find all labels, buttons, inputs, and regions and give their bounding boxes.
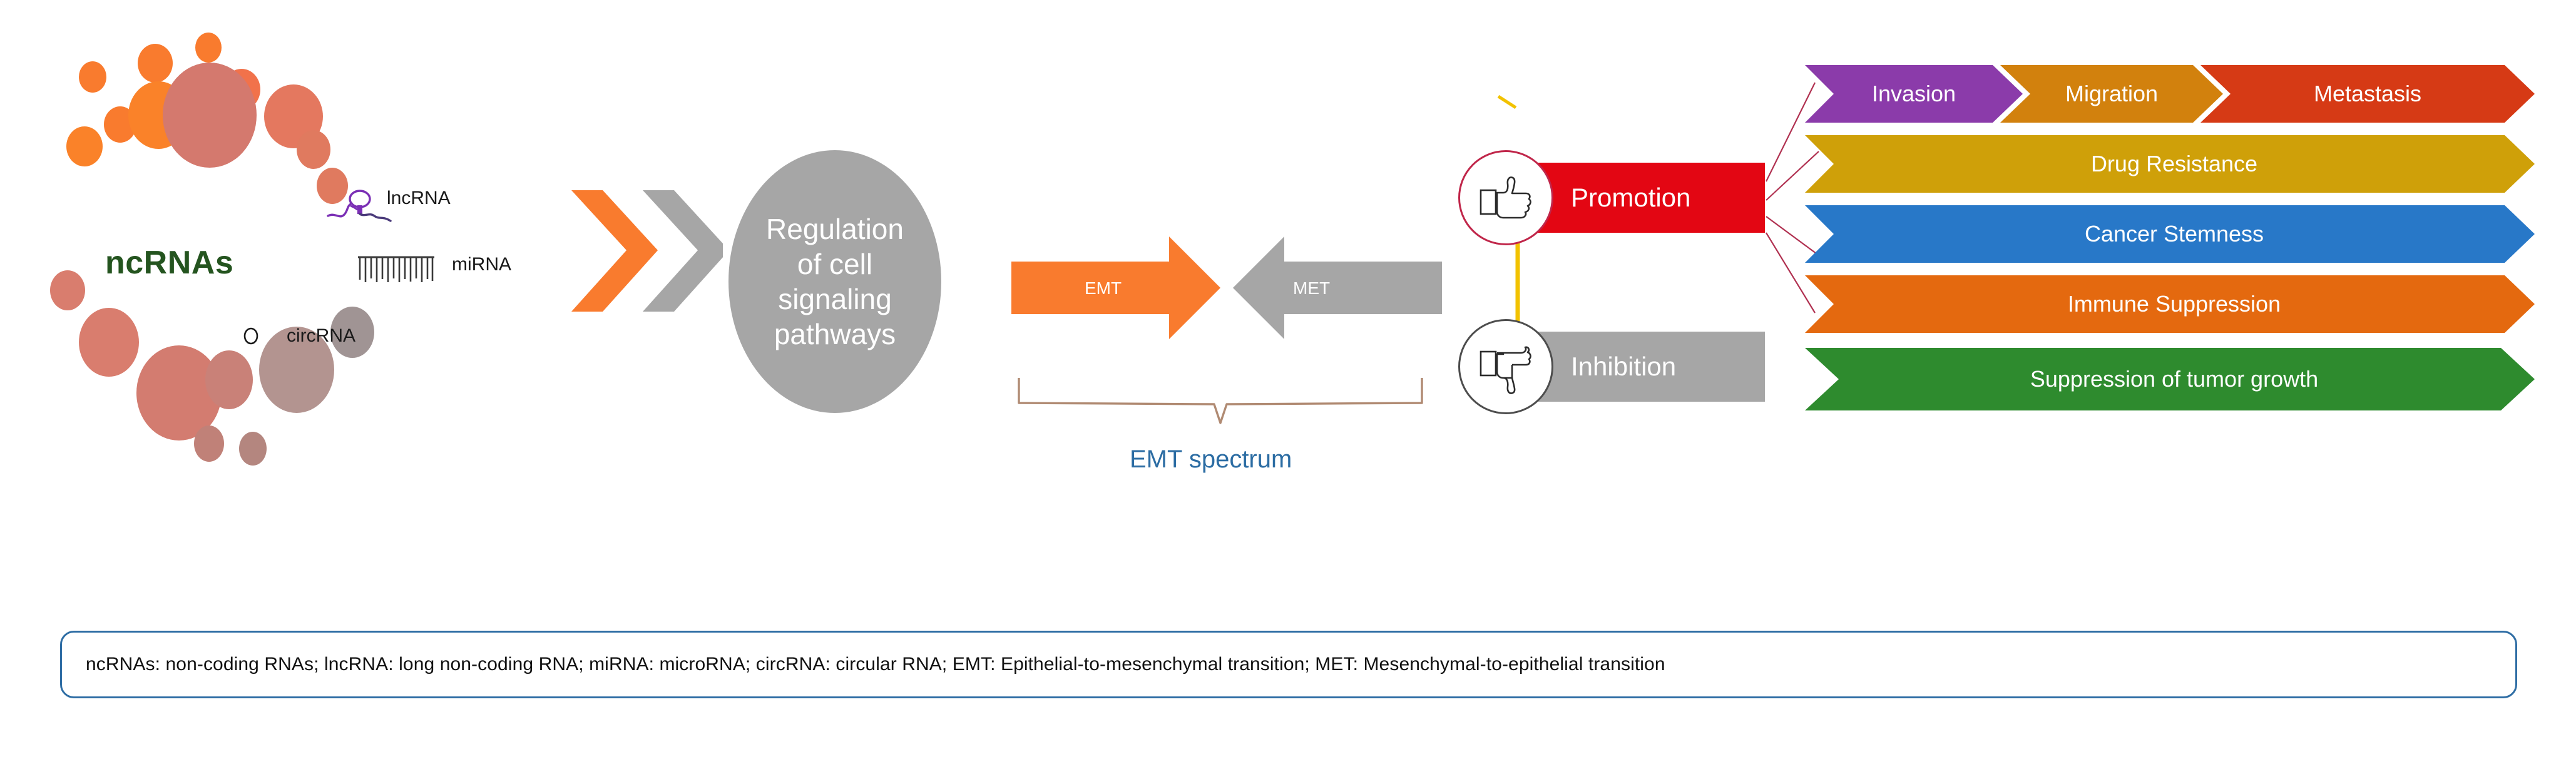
ncrna-bubble [163, 63, 257, 168]
banner-drug-resistance-label: Drug Resistance [2090, 151, 2258, 176]
outcome-row-cancer-stemness [1805, 205, 2535, 263]
emt-spectrum-label: EMT spectrum [1130, 446, 1292, 473]
met-label: MET [1293, 278, 1331, 298]
lncrna-label: lncRNA [387, 188, 451, 208]
ncrna-bubble [317, 168, 348, 204]
inhibition-circle[interactable] [1458, 319, 1553, 414]
emt-met-arrows [1011, 237, 1442, 339]
promotion-label: Promotion [1571, 183, 1691, 212]
banner-suppression-of-tumor-growth-label: Suppression of tumor growth [2030, 366, 2319, 392]
banner-metastasis-label: Metastasis [2313, 81, 2422, 106]
lncrna-icon [327, 190, 392, 222]
banner-immune-suppression[interactable]: Immune Suppression [1805, 275, 2543, 333]
circrna-icon [243, 327, 258, 345]
ncrna-bubble [297, 130, 330, 169]
inhibition-label: Inhibition [1571, 352, 1677, 381]
banner-suppression-of-tumor-growth[interactable]: Suppression of tumor growth [1805, 348, 2543, 410]
promotion-circle[interactable] [1458, 150, 1553, 245]
banner-invasion[interactable]: Invasion [1805, 65, 2023, 123]
ncrna-bubble [194, 425, 224, 462]
banner-metastasis[interactable]: Metastasis [2200, 65, 2535, 123]
ncrna-bubble [205, 350, 253, 409]
double-chevron-right-icon [571, 190, 723, 312]
outcome-row-invasion-migration-metastasis [1805, 65, 2535, 123]
banner-immune-suppression-label: Immune Suppression [2067, 291, 2281, 317]
ncrnas-title: ncRNAs [105, 245, 234, 281]
banner-invasion-label: Invasion [1871, 81, 1956, 106]
legend-box: ncRNAs: non-coding RNAs; lncRNA: long no… [60, 631, 2517, 698]
ncrna-bubble [330, 307, 374, 358]
banner-migration-label: Migration [2065, 81, 2159, 106]
emt-spectrum-bracket [1018, 378, 1423, 424]
emt-label: EMT [1085, 278, 1122, 298]
banner-migration[interactable]: Migration [2000, 65, 2223, 123]
banner-drug-resistance[interactable]: Drug Resistance [1805, 135, 2543, 193]
ncrna-bubble [259, 327, 334, 413]
ncrna-bubble [79, 308, 139, 377]
thumbs-down-icon [1480, 346, 1531, 394]
outcome-row-drug-resistance [1805, 135, 2535, 193]
ncrna-bubble [239, 432, 267, 466]
ncrna-bubble [195, 33, 222, 63]
ncrna-bubble [50, 270, 85, 310]
circrna-label: circRNA [287, 325, 355, 346]
promotion-leader-lines [1766, 82, 1819, 313]
banner-cancer-stemness-label: Cancer Stemness [2084, 221, 2264, 247]
ncrna-bubble [138, 44, 173, 83]
thumbs-up-icon [1480, 176, 1531, 219]
legend-text: ncRNAs: non-coding RNAs; lncRNA: long no… [86, 654, 1665, 675]
outcome-row-immune-suppression [1805, 275, 2535, 333]
mirna-icon [358, 256, 434, 282]
ncrna-bubble [79, 61, 106, 93]
outcome-row-suppression-of-tumor-growth [1805, 348, 2535, 410]
mirna-label: miRNA [452, 254, 511, 275]
banner-cancer-stemness[interactable]: Cancer Stemness [1805, 205, 2543, 263]
ncrna-bubble-cloud [44, 25, 394, 488]
ncrna-bubble [66, 126, 103, 166]
